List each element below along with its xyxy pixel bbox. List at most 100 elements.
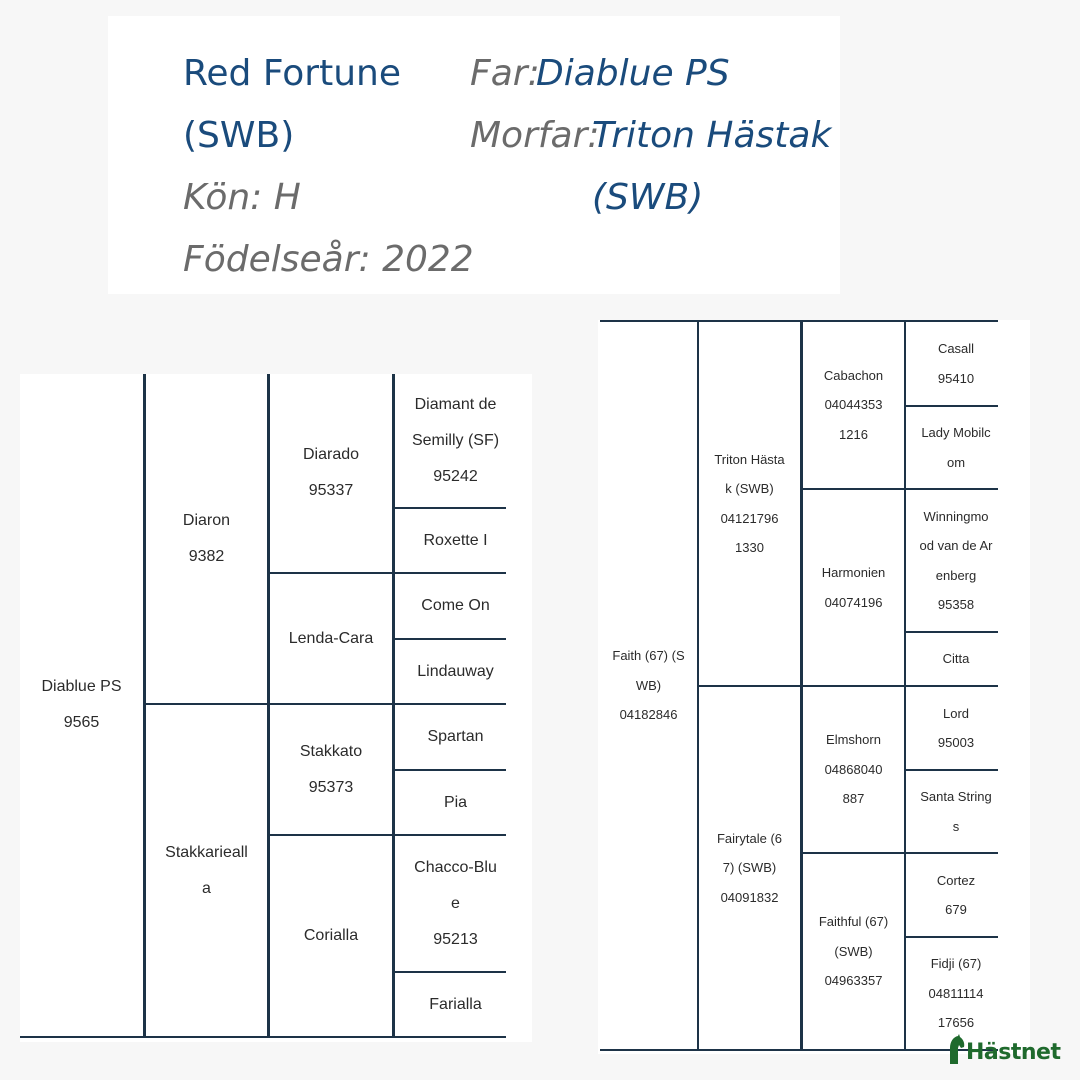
birth-year-field: Födelseår: 2022 [183, 242, 474, 278]
pedigree-gen3-cell: Harmonien 04074196 [803, 490, 904, 685]
damsire-label: Morfar: [470, 115, 600, 156]
divider [144, 703, 506, 705]
horse-name: Corialla [303, 927, 359, 944]
pedigree-dam: Faith (67) (S WB) 04182846 [600, 322, 697, 1049]
horse-name-cont: (SWB) [834, 943, 873, 959]
divider [393, 507, 506, 509]
horse-number: 04868040 [824, 761, 883, 777]
pedigree-gen3-cell: Faithful (67) (SWB) 04963357 [803, 854, 904, 1049]
horse-number: 04963357 [824, 973, 883, 989]
horse-name: Cortez [936, 872, 976, 888]
divider [393, 971, 506, 973]
pedigree-gen2-sire: Triton Hästa k (SWB) 04121796 1330 [699, 322, 800, 685]
pedigree-gen4-cell: Chacco-Blu e 95213 [395, 836, 516, 971]
pedigree-gen3-cell: Lenda-Cara [270, 574, 392, 703]
dam-pedigree-table: Faith (67) (S WB) 04182846 Triton Hästa … [598, 320, 1030, 1054]
pedigree-gen4-cell: Lindauway [395, 640, 516, 703]
pedigree-gen3-cell: Corialla [270, 836, 392, 1036]
horse-name: Lindauway [417, 662, 494, 680]
pedigree-gen3-cell: Elmshorn 04868040 887 [803, 687, 904, 852]
pedigree-gen4-cell: Winningmo od van de Ar enberg 95358 [906, 490, 1006, 631]
pedigree-gen4-cell: Citta [906, 633, 1006, 685]
horse-name-cont: enberg [935, 567, 977, 583]
logo-text: Hästnet [966, 1040, 1061, 1065]
horse-number: 04044353 [824, 397, 883, 413]
divider [905, 631, 998, 633]
pedigree-gen4-cell: Lady Mobilc om [906, 407, 1006, 488]
pedigree-gen4-cell: Fidji (67) 04811114 17656 [906, 938, 1006, 1049]
pedigree-gen4-cell: Diamant de Semilly (SF) 95242 [395, 374, 516, 507]
horse-number: 04121796 [720, 510, 779, 526]
horse-number: 95242 [433, 467, 478, 485]
horse-number: 9565 [63, 714, 100, 731]
divider [268, 572, 394, 574]
horse-name: Harmonien [821, 565, 886, 580]
sex-value: H [273, 177, 301, 218]
divider [393, 834, 506, 836]
horse-name: Diablue PS [41, 678, 122, 695]
pedigree-gen4-cell: Lord 95003 [906, 687, 1006, 769]
horse-name: Casall [937, 341, 975, 356]
horse-name: Pia [443, 793, 468, 811]
horse-name-cont: WB) [635, 677, 662, 693]
horse-number: 04182846 [619, 707, 678, 723]
horse-name: Winningmo [923, 508, 989, 524]
horse-name: Lenda-Cara [288, 629, 374, 647]
horse-name: Fidji (67) [930, 956, 982, 972]
divider [801, 852, 998, 854]
horse-name: Stakkato [299, 742, 363, 760]
horse-name-cont: om [946, 454, 966, 470]
pedigree-gen4-cell: Spartan [395, 705, 516, 769]
horse-name: Chacco-Blu [414, 858, 497, 876]
horse-name: Lady Mobilc [921, 425, 991, 440]
horse-number: 679 [945, 902, 967, 917]
hastnet-logo: Hästnet [946, 1030, 1061, 1065]
horse-name: Faith (67) (S [612, 648, 685, 664]
horse-number: 9382 [188, 547, 225, 565]
horse-name: Triton Hästa [714, 451, 785, 467]
birth-year-value: 2022 [382, 239, 474, 280]
horse-name-cont: od van de Ar [919, 538, 993, 553]
horse-number: 95373 [308, 778, 354, 796]
horse-registry: (SWB) [183, 115, 295, 156]
divider [393, 769, 506, 771]
divider [698, 685, 998, 687]
horse-number-cont: 1330 [735, 540, 764, 555]
sire-value: Diablue PS [536, 53, 730, 94]
pedigree-sire: Diablue PS 9565 [20, 374, 143, 1036]
divider [143, 374, 146, 1038]
damsire-value: Triton Hästak [592, 115, 832, 156]
horse-number: 04811114 [928, 985, 984, 1001]
pedigree-gen3-cell: Diarado 95337 [270, 374, 392, 572]
horse-number: 95003 [937, 735, 975, 750]
sire-pedigree-table: Diablue PS 9565 Diaron 9382 Stakkarieall… [20, 374, 532, 1042]
horse-number-cont: 17656 [937, 1015, 975, 1031]
divider [393, 572, 506, 574]
horse-name-cont: a [202, 879, 211, 897]
horse-name: Diamant de [414, 395, 497, 413]
horse-name-cont: 7) (SWB) [722, 860, 777, 876]
horse-number: 95337 [308, 482, 354, 499]
divider [20, 1036, 506, 1038]
horse-name: Lord [942, 705, 970, 721]
horse-info-card: Red Fortune (SWB) Kön: H Födelseår: 2022… [108, 16, 840, 294]
horse-name: Come On [421, 597, 490, 614]
horse-name-cont: k (SWB) [725, 481, 774, 496]
pedigree-gen4-cell: Pia [395, 771, 516, 834]
horse-name: Citta [942, 651, 970, 667]
pedigree-gen4-cell: Roxette I [395, 509, 516, 572]
horse-name-cont: e [451, 894, 460, 912]
pedigree-gen2-sire: Diaron 9382 [146, 374, 267, 703]
divider [600, 1049, 998, 1051]
horse-number: 95410 [937, 370, 975, 386]
horse-number: 95213 [433, 930, 478, 948]
horse-name: Roxette I [423, 531, 488, 549]
divider [393, 638, 506, 640]
horse-name: Diarado [302, 446, 360, 463]
horse-number: 95358 [937, 597, 975, 612]
horse-number-cont: 1216 [839, 426, 868, 442]
horse-name: Red Fortune [183, 53, 401, 94]
pedigree-gen4-cell: Cortez 679 [906, 854, 1006, 936]
horse-name: Cabachon [823, 367, 884, 383]
divider [600, 320, 998, 322]
